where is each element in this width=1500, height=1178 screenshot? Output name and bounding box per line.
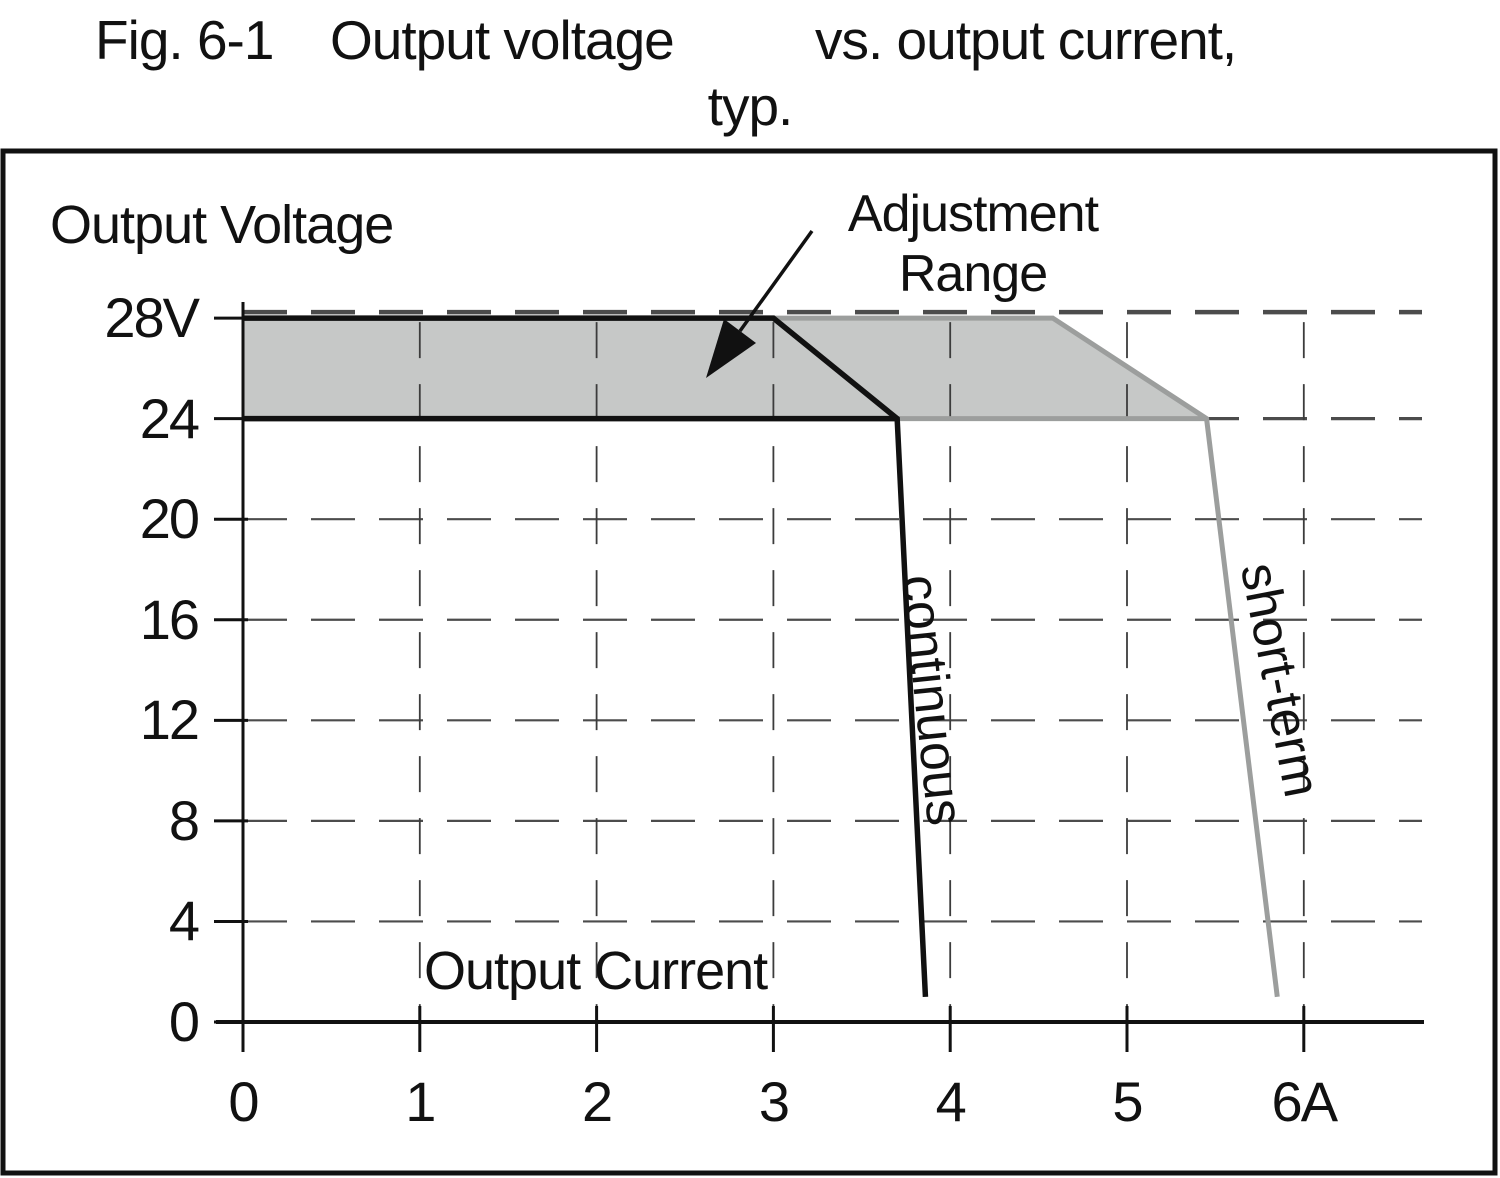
y-tick-label-28: 28V — [104, 286, 200, 350]
continuous-curve — [243, 315, 929, 997]
adjustment-range-band — [243, 318, 1207, 419]
y-tick-label-4: 4 — [168, 889, 200, 953]
title-part2: vs. output current, — [815, 9, 1237, 71]
adjustment-range-label-line1: Adjustment — [847, 185, 1099, 243]
y-axis-title: Output Voltage — [50, 195, 394, 255]
x-tick-label-2: 2 — [582, 1070, 613, 1133]
x-tick-label-1: 1 — [405, 1070, 436, 1133]
y-tick-label-20: 20 — [139, 487, 200, 551]
y-tick-label-16: 16 — [139, 587, 200, 651]
adjustment-range-label-line2: Range — [898, 245, 1048, 303]
annotation-arrow-line — [738, 229, 814, 333]
y-tick-label-12: 12 — [139, 688, 200, 752]
y-tick-label-0: 0 — [168, 990, 200, 1053]
x-tick-label-4: 4 — [935, 1070, 967, 1133]
x-tick-label-3: 3 — [758, 1070, 790, 1133]
annotation-arrowhead — [706, 319, 756, 378]
chart-frame — [0, 148, 1498, 1176]
x-tick-label-5: 5 — [1112, 1070, 1143, 1133]
x-tick-label-6A: 6A — [1271, 1070, 1339, 1133]
title-part1: Output voltage — [330, 9, 675, 71]
title-line2: typ. — [707, 75, 794, 137]
x-tick-label-0: 0 — [228, 1070, 259, 1133]
y-tick-label-24: 24 — [139, 386, 200, 450]
x-axis-title: Output Current — [424, 941, 768, 1001]
figure-number: Fig. 6-1 — [95, 9, 274, 71]
y-tick-label-8: 8 — [168, 788, 200, 852]
